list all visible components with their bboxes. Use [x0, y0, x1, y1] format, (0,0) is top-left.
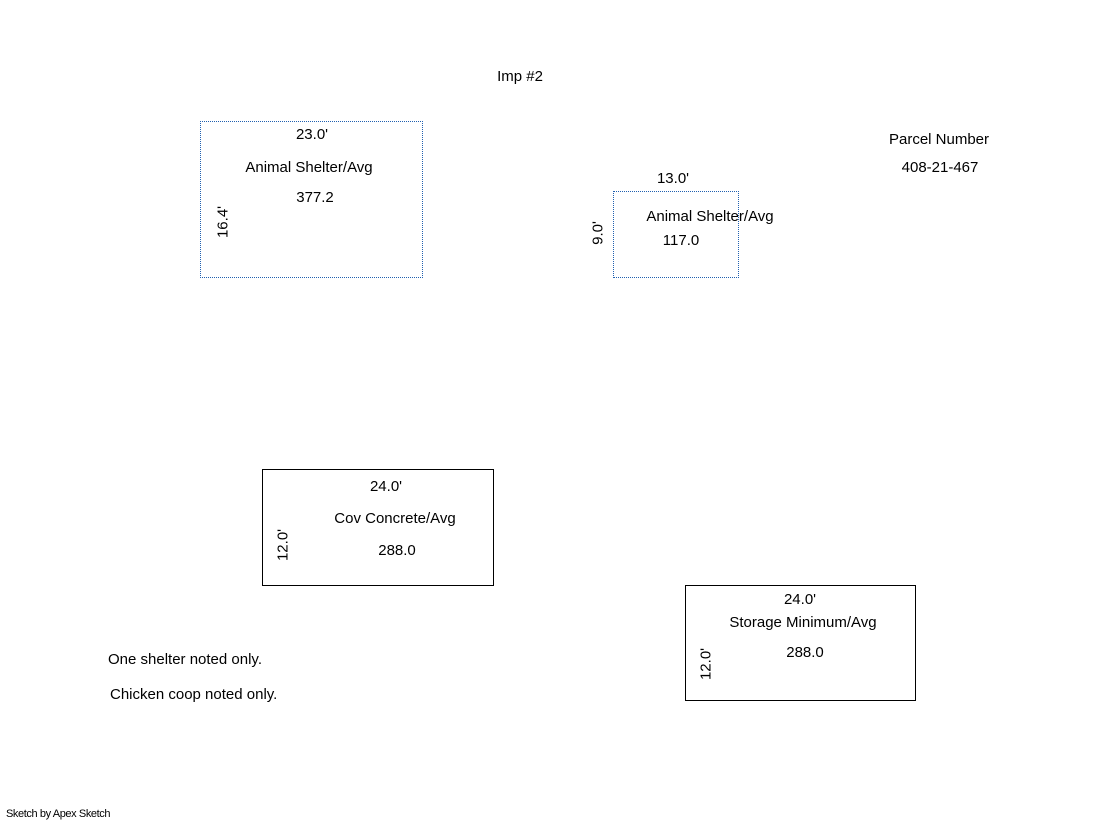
- area-cov-concrete[interactable]: [262, 469, 494, 586]
- area-2-height-dimension: 9.0': [589, 221, 607, 245]
- parcel-label: Parcel Number: [888, 131, 990, 148]
- area-4-area-value: 288.0: [786, 644, 824, 661]
- area-animal-shelter-small[interactable]: [613, 191, 739, 278]
- area-4-width-dimension: 24.0': [783, 591, 817, 608]
- note-shelter: One shelter noted only.: [108, 651, 262, 668]
- parcel-number: 408-21-467: [901, 159, 979, 176]
- footer-credit: Sketch by Apex Sketch: [6, 808, 111, 820]
- area-storage-minimum[interactable]: [685, 585, 916, 701]
- area-4-height-dimension: 12.0': [697, 647, 715, 681]
- note-chicken-coop: Chicken coop noted only.: [110, 686, 278, 703]
- area-4-label: Storage Minimum/Avg: [729, 614, 877, 631]
- area-3-label: Cov Concrete/Avg: [334, 510, 456, 527]
- area-3-height-dimension: 12.0': [274, 528, 292, 562]
- area-1-area-value: 377.2: [296, 189, 334, 206]
- sketch-title: Imp #2: [497, 68, 543, 85]
- area-3-area-value: 288.0: [378, 542, 416, 559]
- area-2-width-dimension: 13.0': [656, 170, 690, 187]
- area-1-label: Animal Shelter/Avg: [245, 159, 373, 176]
- area-2-area-value: 117.0: [662, 232, 700, 249]
- area-1-height-dimension: 16.4': [214, 205, 232, 239]
- area-1-width-dimension: 23.0': [295, 126, 329, 143]
- area-animal-shelter-large[interactable]: [200, 121, 423, 278]
- area-2-label: Animal Shelter/Avg: [646, 208, 774, 225]
- area-3-width-dimension: 24.0': [369, 478, 403, 495]
